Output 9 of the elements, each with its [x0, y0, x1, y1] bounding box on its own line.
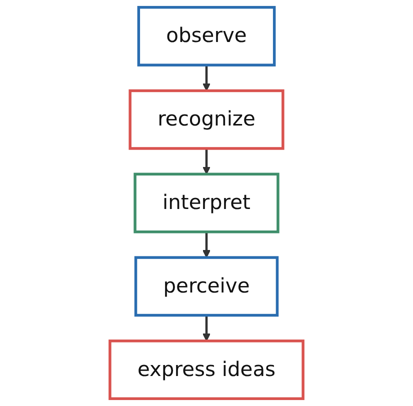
node-box: recognize: [128, 89, 284, 150]
arrow: [202, 65, 211, 92]
arrow: [202, 148, 211, 174]
arrow: [202, 232, 211, 258]
node-box: interpret: [134, 172, 280, 234]
node-box: observe: [137, 6, 276, 66]
arrow: [202, 315, 211, 342]
node-box: perceive: [134, 256, 279, 317]
node-box: express ideas: [108, 340, 304, 400]
